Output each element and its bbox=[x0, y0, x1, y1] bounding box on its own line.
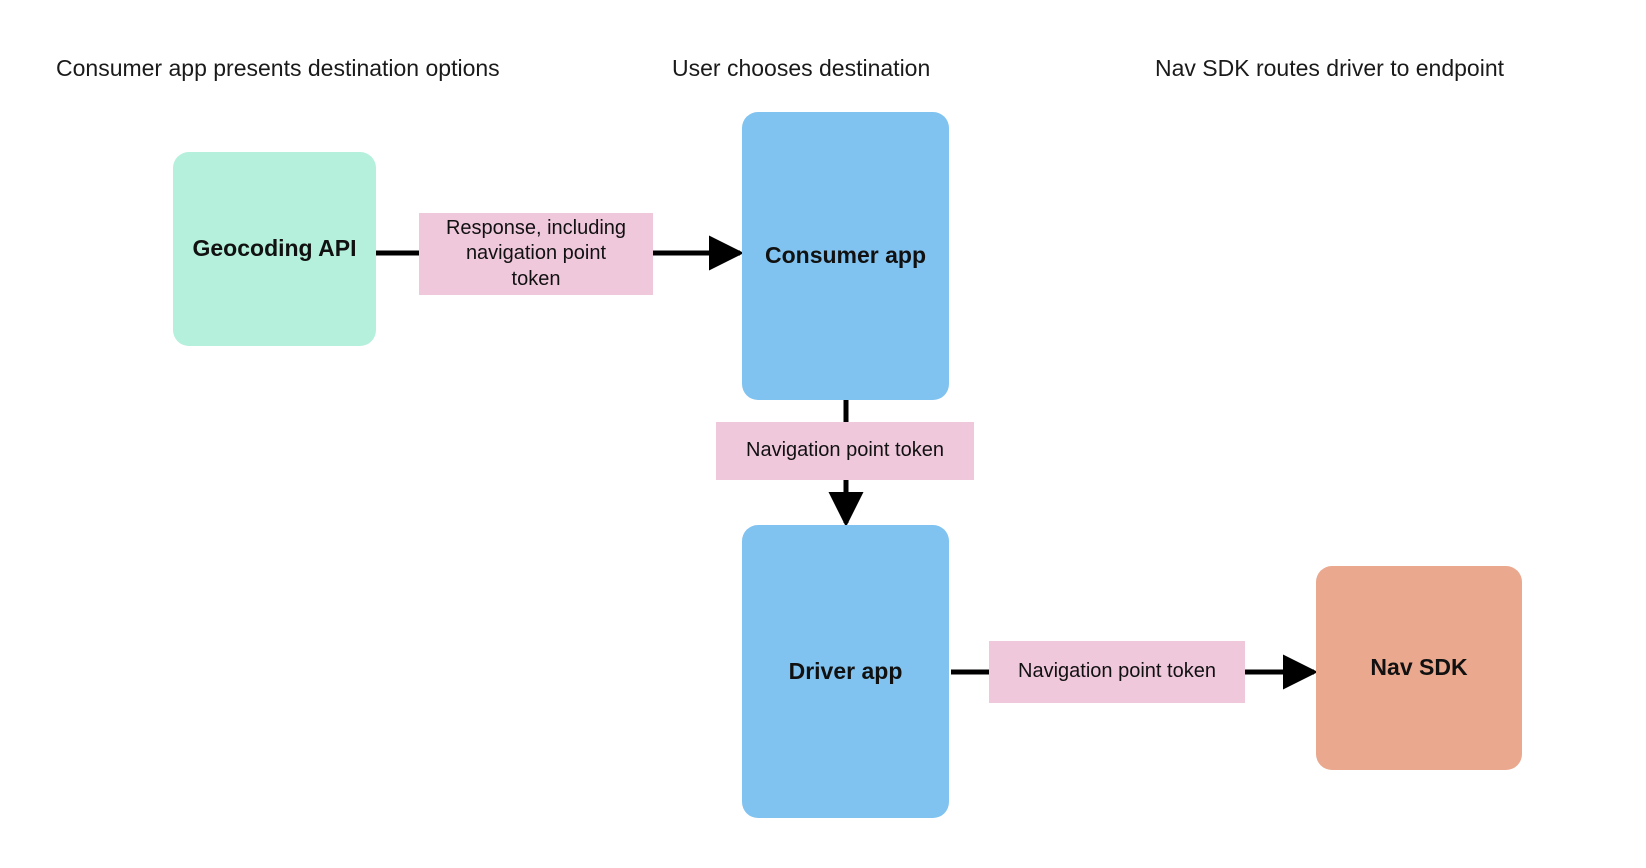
node-nav-sdk-label: Nav SDK bbox=[1370, 654, 1468, 681]
node-geocoding-api[interactable]: Geocoding API bbox=[173, 152, 376, 346]
edge-label-line: token bbox=[511, 267, 561, 290]
column-heading-middle: User chooses destination bbox=[672, 55, 931, 81]
node-geocoding-api-label: Geocoding API bbox=[192, 235, 357, 262]
column-heading-right: Nav SDK routes driver to endpoint bbox=[1155, 55, 1505, 81]
node-driver-app[interactable]: Driver app bbox=[742, 525, 949, 818]
edge-label-geocoding-to-consumer-text: Response, including navigation point tok… bbox=[446, 216, 626, 293]
edge-label-geocoding-to-consumer: Response, including navigation point tok… bbox=[419, 213, 653, 295]
edge-label-driver-to-navsdk: Navigation point token bbox=[989, 641, 1245, 703]
edge-label-consumer-to-driver-text: Navigation point token bbox=[746, 439, 944, 462]
edge-label-line: navigation point bbox=[465, 242, 607, 265]
node-nav-sdk[interactable]: Nav SDK bbox=[1316, 566, 1522, 770]
edge-label-driver-to-navsdk-text: Navigation point token bbox=[1018, 660, 1216, 683]
column-heading-left: Consumer app presents destination option… bbox=[56, 55, 500, 81]
node-consumer-app[interactable]: Consumer app bbox=[742, 112, 949, 400]
edge-label-line: Response, including bbox=[445, 216, 627, 239]
node-driver-app-label: Driver app bbox=[788, 657, 903, 684]
node-consumer-app-label: Consumer app bbox=[764, 242, 927, 269]
edge-label-consumer-to-driver: Navigation point token bbox=[716, 422, 974, 480]
